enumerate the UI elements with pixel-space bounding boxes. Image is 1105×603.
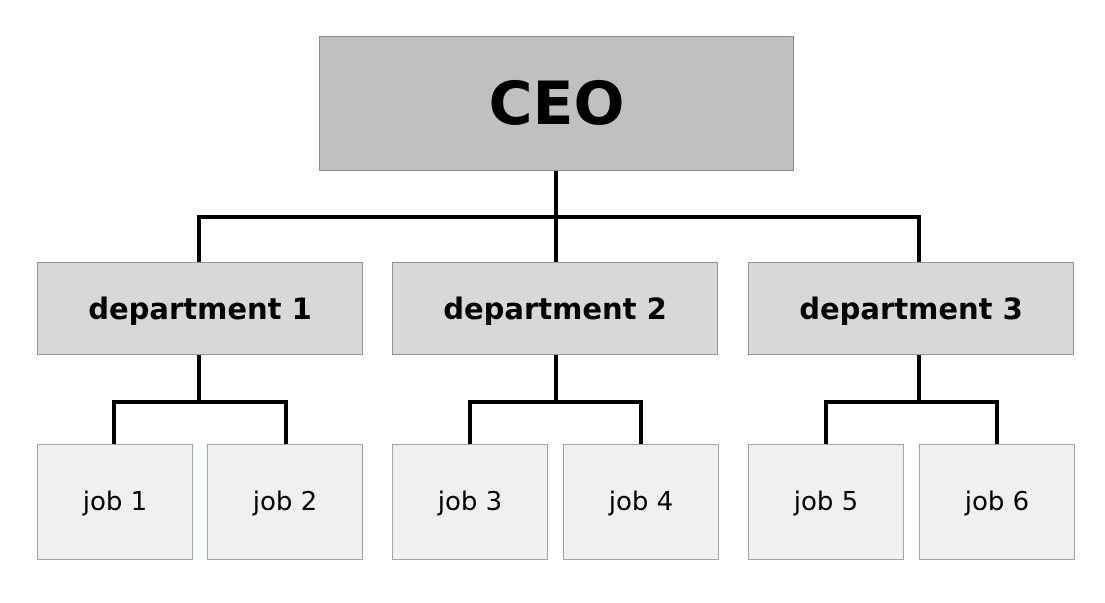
connector-department-1-to-jobs xyxy=(112,355,288,444)
ceo-box: CEO xyxy=(319,36,794,171)
job-6-label: job 6 xyxy=(964,487,1030,517)
job-1-label: job 1 xyxy=(82,487,148,517)
department-2-label: department 2 xyxy=(443,291,667,326)
job-2-box: job 2 xyxy=(207,444,363,560)
job-5-box: job 5 xyxy=(748,444,904,560)
job-3-label: job 3 xyxy=(437,487,503,517)
job-4-box: job 4 xyxy=(563,444,719,560)
department-3-label: department 3 xyxy=(799,291,1023,326)
department-2-box: department 2 xyxy=(392,262,718,355)
job-6-box: job 6 xyxy=(919,444,1075,560)
department-1-label: department 1 xyxy=(88,291,312,326)
department-1-box: department 1 xyxy=(37,262,363,355)
job-3-box: job 3 xyxy=(392,444,548,560)
job-2-label: job 2 xyxy=(252,487,318,517)
job-4-label: job 4 xyxy=(608,487,674,517)
job-5-label: job 5 xyxy=(793,487,859,517)
connector-ceo-to-departments xyxy=(197,171,921,262)
job-1-box: job 1 xyxy=(37,444,193,560)
connector-department-3-to-jobs xyxy=(824,355,999,444)
ceo-label: CEO xyxy=(488,68,625,139)
connector-department-2-to-jobs xyxy=(468,355,643,444)
department-3-box: department 3 xyxy=(748,262,1074,355)
